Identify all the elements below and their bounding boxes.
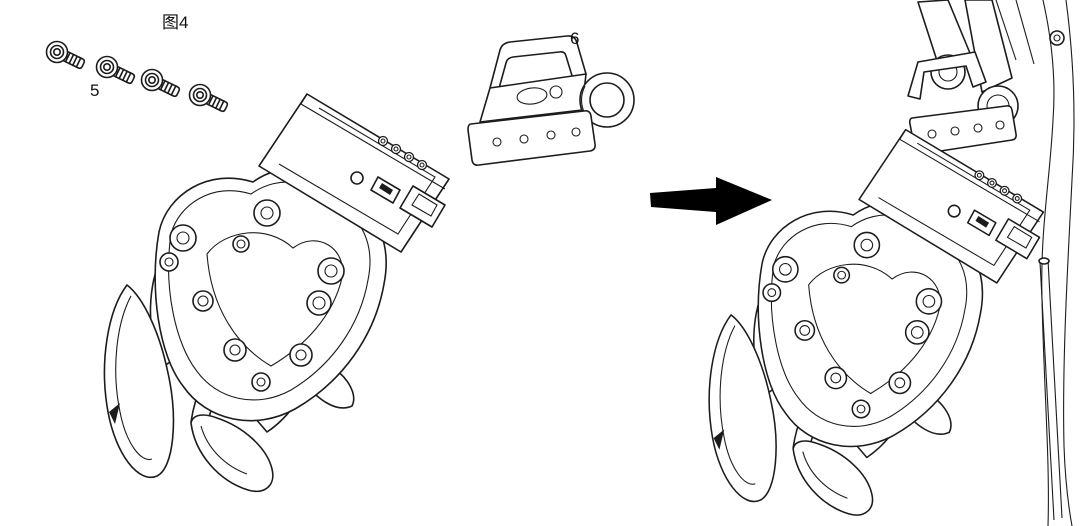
gripper-assembled: [708, 128, 1045, 516]
assembled-view: [708, 0, 1075, 526]
part-label-5: 5: [90, 81, 100, 100]
gripper-exploded-view: [103, 93, 450, 493]
part-label-6: 6: [570, 29, 580, 48]
figure-title: 图4: [162, 13, 189, 32]
screws-part-5: [45, 40, 230, 114]
assembly-arrow-icon: [650, 177, 772, 225]
bracket-part-6: [467, 35, 635, 166]
robot-arm: [907, 0, 1075, 526]
